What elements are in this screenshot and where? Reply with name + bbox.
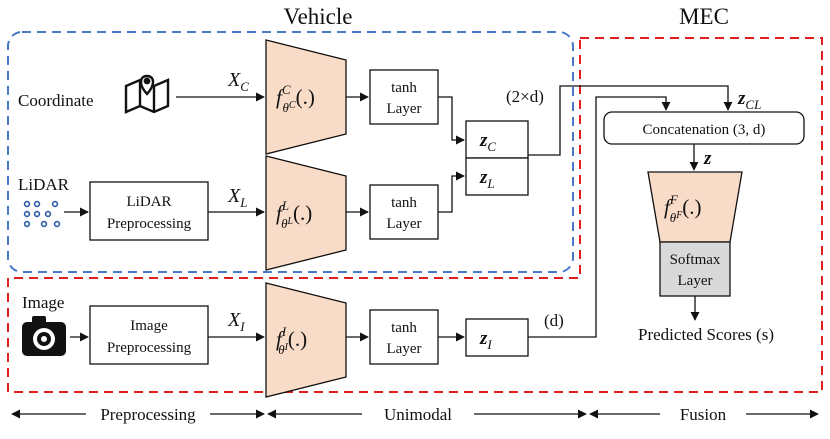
zc-box — [465, 120, 529, 159]
mec-region — [7, 37, 823, 393]
arrow-zi-concat — [528, 96, 671, 338]
lidar-encoder — [265, 155, 347, 271]
vehicle-region — [7, 31, 574, 273]
arrow-zcl — [528, 85, 733, 156]
predicted-scores-label: Predicted Scores (s) — [638, 325, 774, 344]
map-icon — [124, 74, 170, 114]
lidar-label: LiDAR — [18, 175, 70, 194]
zc-label: zC — [479, 130, 496, 154]
zi-label: zI — [479, 328, 492, 352]
arrow-lidar-tanh-zl — [438, 171, 465, 213]
image-tanh-line2: Layer — [387, 341, 422, 357]
coord-tanh-line2: Layer — [387, 101, 422, 117]
zcl-label: zCL — [737, 88, 761, 112]
lidar-preprocessing-line1: LiDAR — [127, 194, 172, 210]
lidar-tanh-line1: tanh — [391, 195, 417, 211]
arrow-coord-tanh-zc — [438, 96, 465, 145]
dim-2d-label: (2×d) — [506, 87, 544, 106]
z-label: z — [703, 148, 712, 169]
mec-title: MEC — [679, 4, 729, 29]
image-preprocessing-line1: Image — [130, 318, 168, 334]
zl-box — [465, 157, 529, 196]
softmax-line1: Softmax — [670, 252, 721, 268]
camera-icon — [22, 316, 66, 356]
lidar-tanh-box — [369, 184, 439, 240]
concatenation-label: Concatenation (3, d) — [643, 122, 766, 138]
image-preprocessing-box — [89, 305, 209, 365]
xi-label: XI — [227, 309, 245, 334]
zl-label: zL — [479, 167, 495, 191]
xc-label: XC — [227, 69, 249, 94]
concatenation-box — [603, 111, 805, 145]
zi-box — [465, 318, 529, 357]
stage-preprocessing-label: Preprocessing — [100, 405, 196, 424]
image-tanh-box — [369, 309, 439, 365]
image-tanh-line1: tanh — [391, 320, 417, 336]
lidar-dots-icon — [23, 200, 61, 228]
coordinate-label: Coordinate — [18, 91, 94, 110]
coord-tanh-line1: tanh — [391, 80, 417, 96]
stage-unimodal-label: Unimodal — [384, 405, 452, 424]
coord-encoder — [265, 39, 347, 155]
image-preprocessing-line2: Preprocessing — [107, 340, 192, 356]
softmax-line2: Layer — [678, 273, 713, 289]
lidar-tanh-line2: Layer — [387, 216, 422, 232]
image-label: Image — [22, 293, 64, 312]
xl-label: XL — [227, 185, 247, 210]
stage-fusion-label: Fusion — [680, 405, 727, 424]
coord-tanh-box — [369, 69, 439, 125]
lidar-preprocessing-box — [89, 181, 209, 241]
dim-d-label: (d) — [544, 311, 564, 330]
softmax-box — [659, 241, 731, 297]
image-encoder — [265, 282, 347, 398]
vehicle-title: Vehicle — [284, 4, 353, 29]
lidar-preprocessing-line2: Preprocessing — [107, 216, 192, 232]
